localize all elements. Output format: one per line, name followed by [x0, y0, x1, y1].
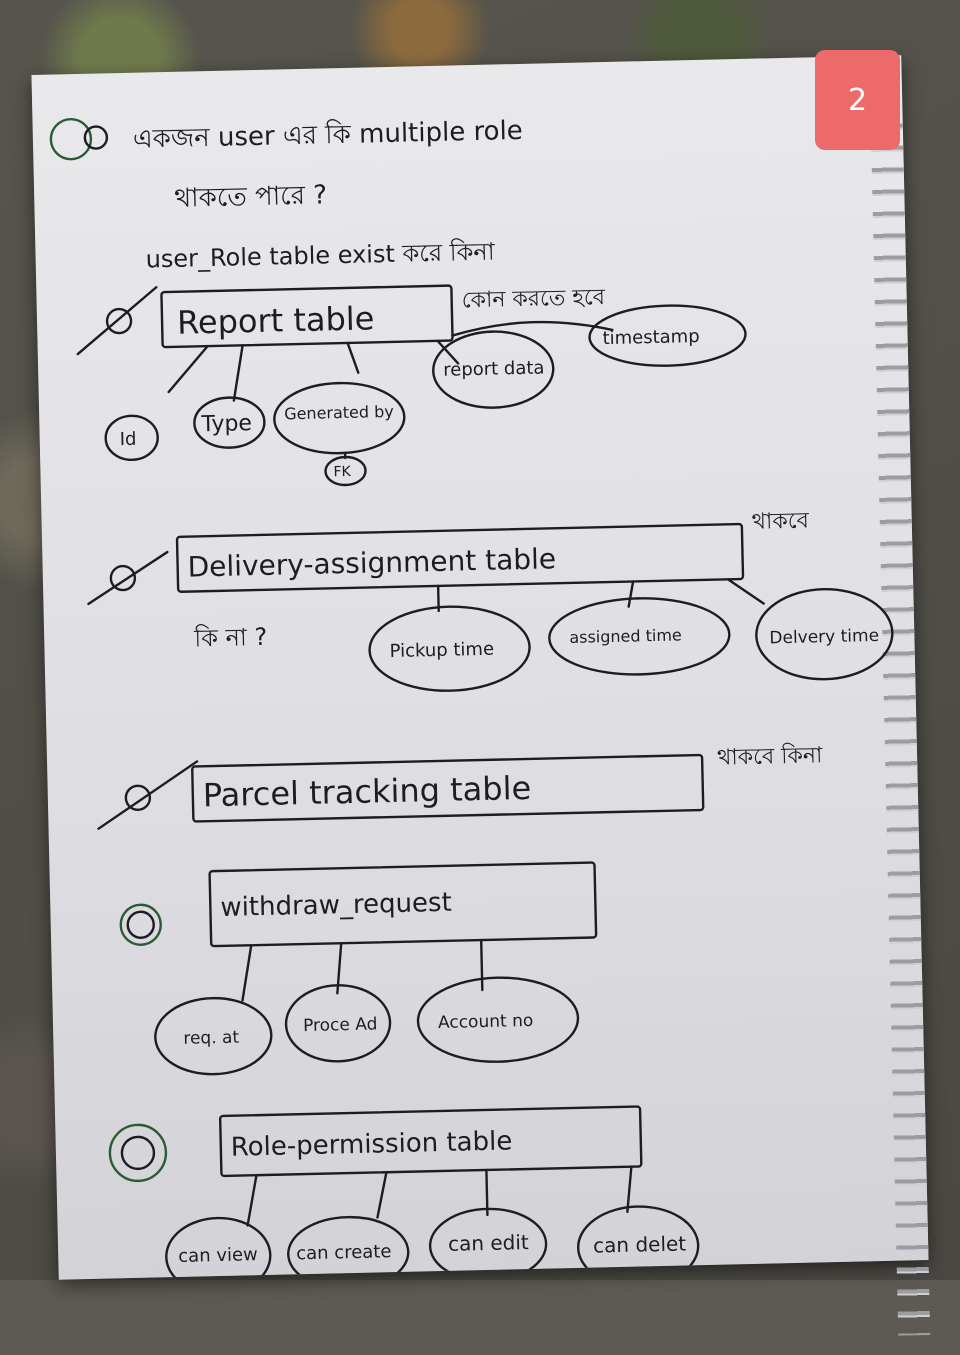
- withdraw-label-req: req. at: [183, 1028, 240, 1049]
- report-field-data: [432, 330, 555, 409]
- bullet-parcel: [124, 784, 152, 811]
- role-table-title: Role-permission table: [230, 1126, 512, 1162]
- report-field-type: [193, 396, 266, 449]
- handwritten-notes: একজন user এর কি multiple role থাকতে পারে…: [49, 115, 894, 1280]
- report-field-timestamp: [588, 304, 747, 367]
- report-side-note: কোন করতে হবে: [461, 285, 606, 313]
- report-table-title: Report table: [177, 299, 375, 341]
- role-field-delet: [576, 1205, 700, 1280]
- bullet-delivery: [109, 564, 137, 592]
- strike-report: [76, 286, 158, 356]
- role-label-edit: can edit: [448, 1230, 529, 1256]
- role-label-create: can create: [296, 1241, 392, 1264]
- role-field-edit: [428, 1207, 548, 1280]
- withdraw-field-req: [154, 996, 273, 1076]
- withdraw-field-proce: [284, 984, 392, 1063]
- withdraw-label-proce: Proce Ad: [303, 1014, 378, 1036]
- delivery-field-assigned: [548, 597, 731, 676]
- parcel-table-box: [191, 753, 705, 823]
- bullet-q1: [49, 117, 93, 161]
- bullet-withdraw: [119, 903, 162, 946]
- bullet-report: [105, 307, 133, 335]
- report-table-box: [160, 284, 454, 349]
- report-label-type: Type: [200, 411, 252, 437]
- page-number-badge: 2: [815, 50, 900, 150]
- role-label-view: can view: [178, 1244, 258, 1267]
- delivery-field-pickup: [368, 605, 531, 692]
- role-field-view: [165, 1216, 272, 1280]
- bullet-role: [108, 1123, 168, 1183]
- withdraw-field-account: [416, 976, 580, 1063]
- notebook-page: একজন user এর কি multiple role থাকতে পারে…: [31, 55, 931, 1336]
- withdraw-label-account: Account no: [438, 1011, 534, 1033]
- withdraw-table-box: [208, 861, 598, 948]
- delivery-table-title: Delivery-assignment table: [187, 542, 556, 583]
- withdraw-table-title: withdraw_request: [220, 888, 452, 923]
- delivery-question: কি না ?: [193, 623, 268, 653]
- question-line-2: থাকতে পারে ?: [174, 180, 327, 213]
- delivery-side-note: থাকবে: [751, 508, 809, 534]
- parcel-side-note: থাকবে কিনা: [717, 742, 823, 770]
- report-label-data: report data: [443, 357, 545, 380]
- report-field-generated: [273, 381, 406, 455]
- report-label-generated: Generated by: [284, 402, 394, 423]
- delivery-label-delvery: Delvery time: [769, 626, 879, 648]
- delivery-field-delvery: [755, 587, 894, 681]
- parcel-table-title: Parcel tracking table: [202, 769, 531, 814]
- role-label-delet: can delet: [593, 1231, 687, 1257]
- question-line-1: একজন user এর কি multiple role: [133, 115, 524, 155]
- question-answer: user_Role table exist করে কিনা: [145, 238, 496, 274]
- strike-parcel: [97, 760, 199, 830]
- strike-delivery: [87, 550, 169, 606]
- role-field-create: [287, 1215, 410, 1280]
- report-label-id: Id: [119, 429, 136, 450]
- delivery-table-box: [175, 522, 745, 593]
- delivery-label-assigned: assigned time: [569, 625, 682, 647]
- delivery-label-pickup: Pickup time: [389, 639, 494, 662]
- report-label-fk: FK: [333, 464, 351, 480]
- report-field-id: [104, 414, 159, 462]
- report-label-timestamp: timestamp: [602, 326, 700, 349]
- role-table-box: [218, 1105, 643, 1178]
